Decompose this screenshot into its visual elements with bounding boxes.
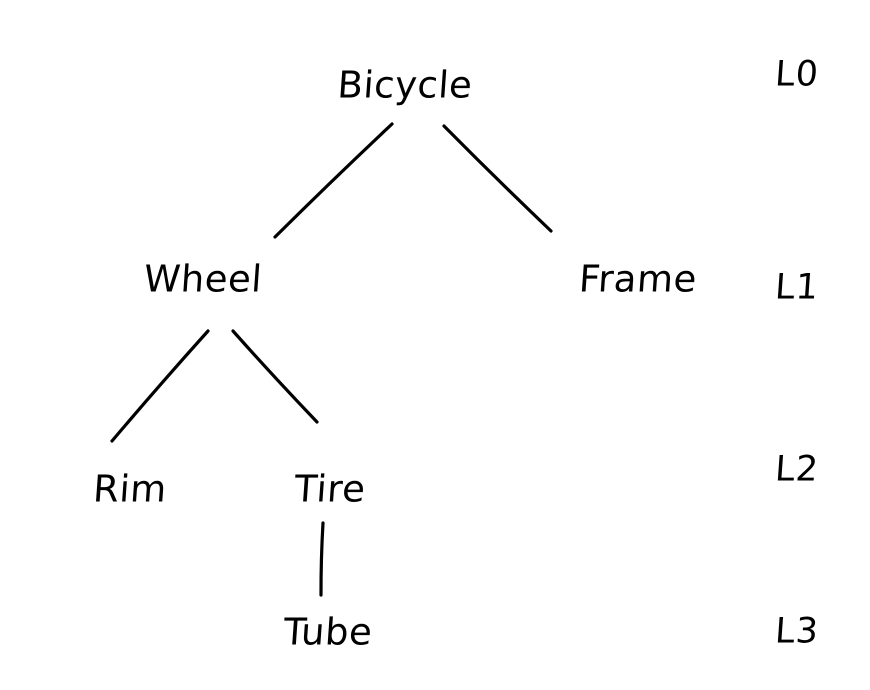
tree-edge xyxy=(442,124,553,233)
tree-edge xyxy=(319,521,325,597)
tree-node-frame[interactable]: Frame xyxy=(577,257,699,301)
level-label-l2: L2 xyxy=(773,449,821,490)
tree-node-tube[interactable]: Tube xyxy=(282,610,374,654)
tree-node-bicycle[interactable]: Bicycle xyxy=(336,63,474,107)
tree-node-tire[interactable]: Tire xyxy=(293,467,367,511)
level-label-l3: L3 xyxy=(773,611,821,652)
level-label-l0: L0 xyxy=(773,54,821,95)
tree-edge xyxy=(231,329,319,424)
tree-edge xyxy=(110,329,210,443)
level-label-l1: L1 xyxy=(773,267,821,308)
tree-edge xyxy=(273,122,394,239)
tree-node-wheel[interactable]: Wheel xyxy=(142,257,264,301)
tree-node-rim[interactable]: Rim xyxy=(91,467,169,511)
